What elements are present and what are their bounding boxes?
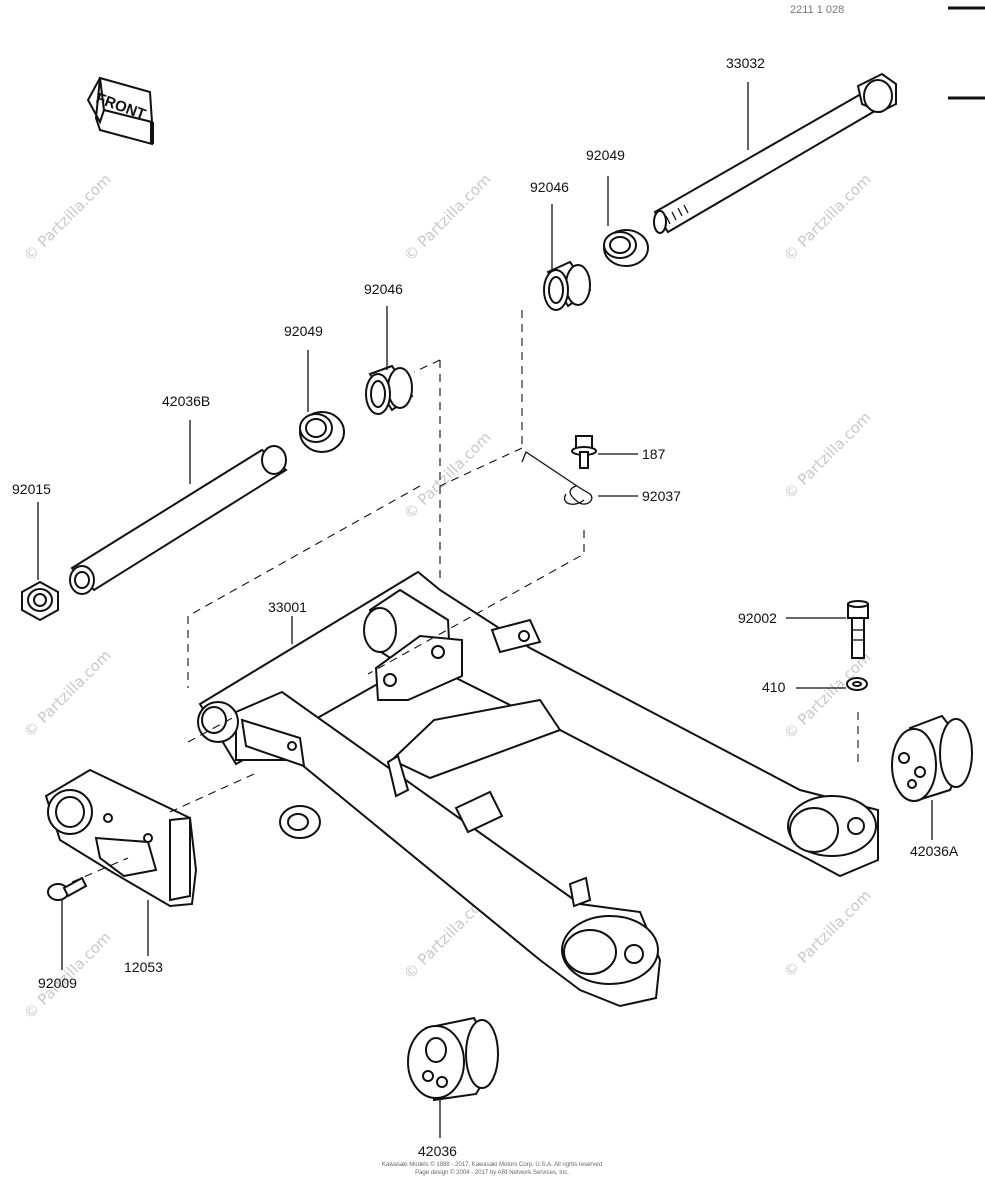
chain-guard-12053 [44,768,198,908]
label-92037: 92037 [642,488,681,504]
collar-42036A [891,714,973,802]
washer-410 [846,677,868,691]
watermark-text: © Partzilla.com [400,170,495,265]
bearing-92046-mid [365,364,414,415]
leader-lines [37,82,933,1138]
bearing-92046-top [543,260,592,311]
diagram-code: 2211 1 028 [790,4,844,16]
pivot-shaft-33032 [653,72,897,234]
copyright-line-1: Kawasaki Models © 1988 - 2017, Kawasaki … [382,1161,602,1168]
seal-92049-top [603,229,649,267]
label-187: 187 [642,446,666,462]
seal-92049-mid [299,411,345,453]
label-42036A: 42036A [910,843,959,859]
label-92046-top: 92046 [530,179,569,195]
bolt-187 [571,435,597,469]
label-92049-mid: 92049 [284,323,323,339]
label-92015: 92015 [12,481,51,497]
part-labels: 33032 92049 92046 92046 92049 42036B 920… [12,55,959,1159]
label-92046-mid: 92046 [364,281,403,297]
watermark-text: © Partzilla.com [780,648,875,743]
bolt-92002 [847,600,869,659]
label-42036: 42036 [418,1143,457,1159]
label-92002: 92002 [738,610,777,626]
front-arrow-icon: FRONT [86,76,154,146]
screw-92009 [47,876,88,901]
copyright-line-2: Page design © 2004 - 2017 by ARI Network… [415,1169,569,1176]
nut-92015 [21,580,59,622]
collar-42036 [407,1016,499,1102]
watermark-text: © Partzilla.com [780,170,875,265]
label-42036B: 42036B [162,393,210,409]
alignment-lines [71,310,859,883]
sleeve-42036B [69,445,288,595]
swingarm-33001 [197,570,879,1008]
watermark-text: © Partzilla.com [400,428,495,523]
label-33032: 33032 [726,55,765,71]
watermark-text: © Partzilla.com [20,170,115,265]
label-410: 410 [762,679,786,695]
label-92049-top: 92049 [586,147,625,163]
clip-92037 [521,451,593,505]
watermark-text: © Partzilla.com [780,408,875,503]
watermark-text: © Partzilla.com [20,646,115,741]
watermark-text: © Partzilla.com [780,886,875,981]
label-92009: 92009 [38,975,77,991]
label-33001: 33001 [268,599,307,615]
label-12053: 12053 [124,959,163,975]
